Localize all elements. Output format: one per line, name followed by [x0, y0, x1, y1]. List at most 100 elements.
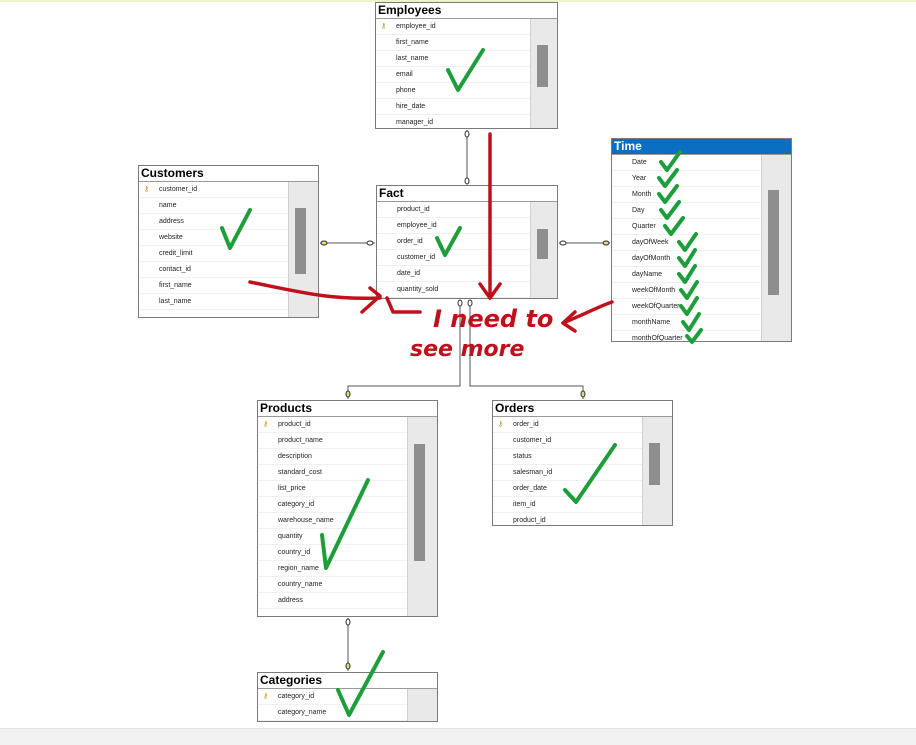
column-row[interactable]: country_id	[258, 545, 408, 561]
scrollbar[interactable]	[642, 417, 672, 525]
column-row[interactable]: credit_limit	[139, 246, 289, 262]
primary-key-icon: ⚷	[144, 186, 150, 193]
checkmark-icon	[677, 248, 697, 268]
column-row[interactable]: quantity	[258, 529, 408, 545]
annotation-text: I need to see more	[410, 305, 553, 362]
scrollbar[interactable]	[530, 19, 557, 128]
employees-table[interactable]: Employees ⚷employee_id first_name last_n…	[375, 2, 558, 129]
annotation-line-2: see more	[410, 337, 524, 362]
horizontal-scrollbar[interactable]	[0, 728, 916, 745]
column-row[interactable]: country_name	[258, 577, 408, 593]
scrollbar[interactable]	[407, 417, 437, 616]
checkmark-icon	[435, 226, 462, 257]
fact-table[interactable]: Fact product_id employee_id order_id cus…	[376, 185, 558, 299]
column-row[interactable]: hire_date	[376, 99, 531, 115]
column-row[interactable]: manager_id	[376, 115, 531, 128]
primary-key-icon: ⚷	[263, 421, 269, 428]
column-row[interactable]: name	[139, 198, 289, 214]
key-end-icon	[320, 240, 328, 246]
column-row[interactable]: employee_id	[377, 218, 531, 234]
column-row[interactable]: first_name	[139, 278, 289, 294]
column-row[interactable]: region_name	[258, 561, 408, 577]
table-title[interactable]: Employees	[376, 3, 557, 19]
categories-table[interactable]: Categories ⚷category_id category_name	[257, 672, 438, 722]
relationship-end-markers	[320, 130, 610, 670]
column-row[interactable]: ⚷category_id	[258, 689, 408, 705]
table-title[interactable]: Orders	[493, 401, 672, 417]
checkmark-icon	[679, 280, 699, 300]
annotation-arrow	[561, 300, 614, 325]
annotation-arrow	[248, 280, 382, 301]
column-row[interactable]: order_date	[493, 481, 643, 497]
column-row[interactable]: product_name	[258, 433, 408, 449]
column-row[interactable]: ...	[258, 609, 408, 616]
column-row[interactable]: last_name	[139, 294, 289, 310]
column-row[interactable]: last_name	[376, 51, 531, 67]
scrollbar-thumb[interactable]	[537, 229, 548, 259]
column-row[interactable]: ...	[139, 310, 289, 317]
column-row[interactable]: ⚷product_id	[258, 417, 408, 433]
column-row[interactable]: quantity_sold	[377, 282, 531, 298]
column-row[interactable]: warehouse_name	[258, 513, 408, 529]
scrollbar-thumb[interactable]	[537, 45, 548, 87]
column-row[interactable]: monthOfQuarter	[612, 331, 762, 341]
checkmark-icon	[320, 478, 370, 570]
scrollbar-thumb[interactable]	[295, 208, 306, 274]
column-row[interactable]: date_id	[377, 266, 531, 282]
column-row[interactable]: description	[258, 449, 408, 465]
scrollbar[interactable]	[407, 689, 437, 721]
scrollbar-thumb[interactable]	[768, 190, 779, 295]
checkmarks	[220, 48, 703, 717]
table-title[interactable]: Time	[612, 139, 791, 155]
table-title[interactable]: Fact	[377, 186, 557, 202]
column-row[interactable]: address	[258, 593, 408, 609]
column-row[interactable]: Date	[612, 155, 762, 171]
column-row[interactable]: product_id	[377, 202, 531, 218]
checkmark-icon	[563, 443, 617, 504]
column-row[interactable]: ⚷employee_id	[376, 19, 531, 35]
scrollbar-thumb[interactable]	[649, 443, 660, 485]
column-row[interactable]: customer_id	[377, 250, 531, 266]
checkmark-icon	[446, 48, 485, 92]
column-row[interactable]: list_price	[258, 481, 408, 497]
column-row[interactable]: product_id	[493, 513, 643, 525]
column-row[interactable]: website	[139, 230, 289, 246]
column-row[interactable]: contact_id	[139, 262, 289, 278]
orders-table[interactable]: Orders ⚷order_id customer_id status sale…	[492, 400, 673, 526]
checkmark-icon	[681, 312, 701, 332]
time-table[interactable]: Time Date Year Month Day Quarter dayOfWe…	[611, 138, 792, 342]
key-end-icon	[580, 390, 586, 398]
column-row[interactable]: salesman_id	[493, 465, 643, 481]
column-row[interactable]: status	[493, 449, 643, 465]
table-title[interactable]: Customers	[139, 166, 318, 182]
column-row[interactable]: address	[139, 214, 289, 230]
column-row[interactable]: category_name	[258, 705, 408, 721]
many-end-icon	[457, 299, 463, 307]
key-end-icon	[345, 662, 351, 670]
column-row[interactable]: item_id	[493, 497, 643, 513]
column-row[interactable]: ⚷customer_id	[139, 182, 289, 198]
checkmark-icon	[657, 184, 679, 204]
checkmark-icon	[663, 216, 685, 236]
column-row[interactable]: ⚷order_id	[493, 417, 643, 433]
column-row[interactable]: category_id	[258, 497, 408, 513]
column-row[interactable]: customer_id	[493, 433, 643, 449]
column-row[interactable]: Month	[612, 187, 762, 203]
scrollbar[interactable]	[530, 202, 557, 298]
annotation-line-1: I need to	[433, 305, 553, 333]
annotation-arrows	[248, 132, 614, 333]
scrollbar-thumb[interactable]	[414, 444, 425, 561]
column-row[interactable]: phone	[376, 83, 531, 99]
products-table[interactable]: Products ⚷product_id product_name descri…	[257, 400, 438, 617]
scrollbar[interactable]	[761, 155, 791, 341]
column-row[interactable]: standard_cost	[258, 465, 408, 481]
column-row[interactable]: Quarter	[612, 219, 762, 235]
column-row[interactable]: Year	[612, 171, 762, 187]
column-row[interactable]: order_id	[377, 234, 531, 250]
table-title[interactable]: Products	[258, 401, 437, 417]
column-row[interactable]: first_name	[376, 35, 531, 51]
many-end-icon	[345, 618, 351, 626]
table-title[interactable]: Categories	[258, 673, 437, 689]
column-row[interactable]: Day	[612, 203, 762, 219]
relationship-lines	[320, 130, 610, 671]
